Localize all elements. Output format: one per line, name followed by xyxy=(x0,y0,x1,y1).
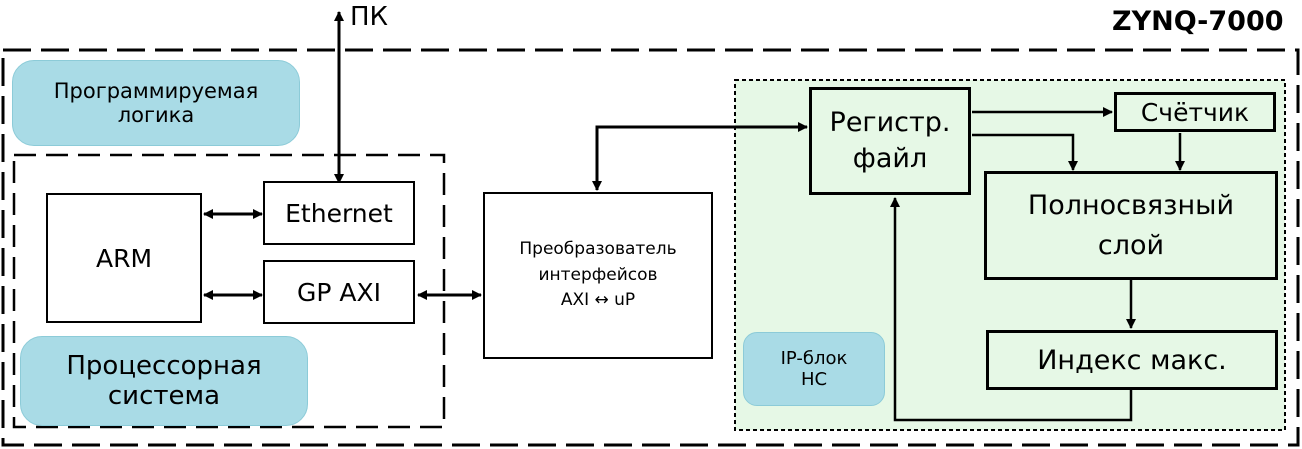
converter-block: Преобразователь интерфейсов AXI ↔ uP xyxy=(483,192,713,359)
gp-axi-block: GP AXI xyxy=(263,260,415,324)
ethernet-block: Ethernet xyxy=(263,181,415,245)
programmable-logic-label: Программируемая логика xyxy=(12,60,300,146)
arm-block: ARM xyxy=(46,193,202,323)
argmax-regfile-connector xyxy=(890,197,1133,422)
register-file-block: Регистр. файл xyxy=(809,87,971,195)
ip-block-label: IP-блок НС xyxy=(743,332,885,406)
chip-label: ZYNQ-7000 xyxy=(1112,6,1284,37)
argmax-block: Индекс макс. xyxy=(986,330,1278,390)
processing-system-label: Процессорная система xyxy=(20,336,308,426)
pc-label: ПК xyxy=(350,2,389,32)
converter-regfile-connector xyxy=(592,122,808,191)
fc-layer-block: Полносвязный слой xyxy=(984,171,1278,280)
regfile-fclayer-connector xyxy=(972,133,1078,171)
counter-block: Счётчик xyxy=(1114,92,1276,132)
zynq-boundary xyxy=(1,48,1300,447)
